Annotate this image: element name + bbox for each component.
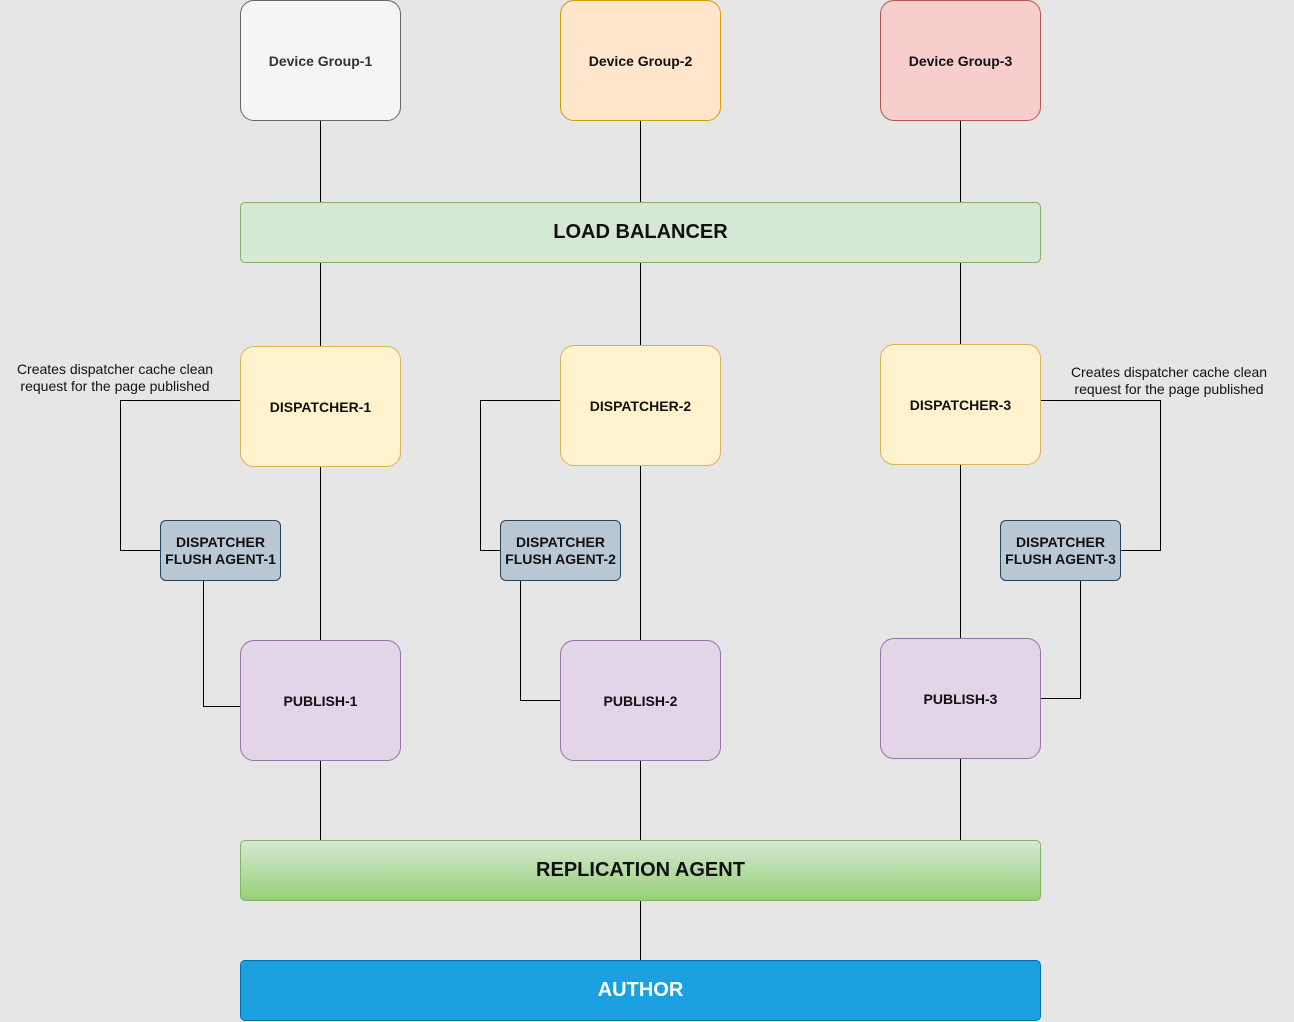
note-left-line2: request for the page published [20, 378, 210, 394]
device-group-3-label: Device Group-3 [908, 52, 1013, 69]
note-right: Creates dispatcher cache clean request f… [1059, 364, 1279, 398]
flush-agent-3: DISPATCHER FLUSH AGENT-3 [1000, 520, 1121, 581]
flush-agent-3-line2: FLUSH AGENT-3 [1005, 550, 1116, 567]
flush-agent-3-line1: DISPATCHER [1016, 533, 1105, 550]
publish-1-label: PUBLISH-1 [283, 692, 358, 709]
flush-agent-2-line1: DISPATCHER [516, 533, 605, 550]
device-group-1: Device Group-1 [240, 0, 401, 121]
flush-agent-1: DISPATCHER FLUSH AGENT-1 [160, 520, 281, 581]
connector-d2-fa2 [480, 400, 560, 551]
device-group-3: Device Group-3 [880, 0, 1041, 121]
dispatcher-3: DISPATCHER-3 [880, 344, 1041, 465]
device-group-2: Device Group-2 [560, 0, 721, 121]
note-right-line1: Creates dispatcher cache clean [1070, 364, 1268, 380]
replication-agent-label: REPLICATION AGENT [536, 859, 745, 881]
load-balancer-label: LOAD BALANCER [553, 221, 728, 243]
publish-2: PUBLISH-2 [560, 640, 721, 761]
dispatcher-2: DISPATCHER-2 [560, 345, 721, 466]
connector-fa3-p3 [1041, 581, 1081, 699]
connector-d3-fa3 [1041, 400, 1161, 551]
connector-d1-fa1 [120, 400, 240, 551]
author: AUTHOR [240, 960, 1041, 1021]
publish-2-label: PUBLISH-2 [603, 692, 678, 709]
publish-3-label: PUBLISH-3 [923, 690, 998, 707]
connector-fa1-p1 [203, 581, 240, 707]
load-balancer: LOAD BALANCER [240, 202, 1041, 263]
publish-1: PUBLISH-1 [240, 640, 401, 761]
dispatcher-2-label: DISPATCHER-2 [589, 397, 692, 414]
author-label: AUTHOR [597, 979, 684, 1001]
note-left: Creates dispatcher cache clean request f… [5, 361, 225, 395]
device-group-1-label: Device Group-1 [268, 52, 373, 69]
dispatcher-3-label: DISPATCHER-3 [909, 396, 1012, 413]
flush-agent-1-line1: DISPATCHER [176, 533, 265, 550]
flush-agent-2: DISPATCHER FLUSH AGENT-2 [500, 520, 621, 581]
replication-agent: REPLICATION AGENT [240, 840, 1041, 901]
publish-3: PUBLISH-3 [880, 638, 1041, 759]
connector-fa2-p2 [520, 581, 560, 701]
dispatcher-1-label: DISPATCHER-1 [269, 398, 372, 415]
note-left-line1: Creates dispatcher cache clean [16, 361, 214, 377]
device-group-2-label: Device Group-2 [588, 52, 693, 69]
flush-agent-1-line2: FLUSH AGENT-1 [165, 550, 276, 567]
dispatcher-1: DISPATCHER-1 [240, 346, 401, 467]
note-right-line2: request for the page published [1074, 381, 1264, 397]
flush-agent-2-line2: FLUSH AGENT-2 [505, 550, 616, 567]
